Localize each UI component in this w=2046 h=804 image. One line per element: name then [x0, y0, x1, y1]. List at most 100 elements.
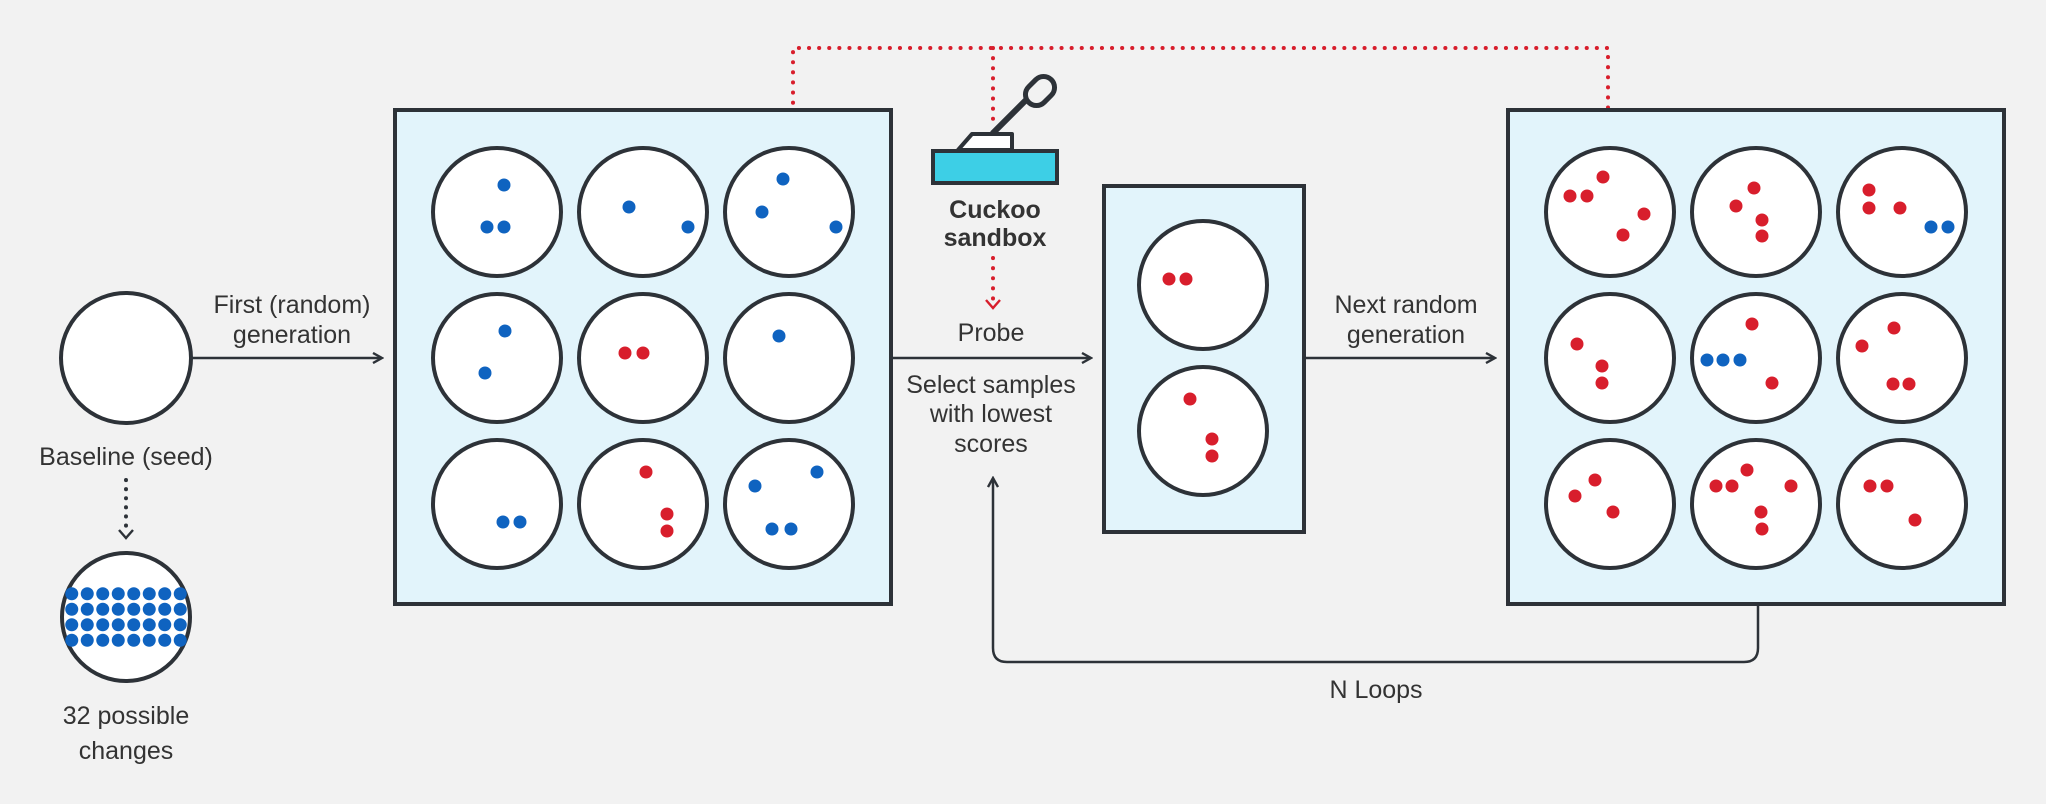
first-generation-sample-9	[723, 438, 855, 570]
change-dot	[480, 220, 494, 234]
possible-change-dot	[127, 587, 141, 601]
possible-change-dot	[96, 602, 110, 616]
probe-arrowhead	[985, 299, 1001, 310]
change-dot	[1729, 199, 1743, 213]
change-dot	[660, 507, 674, 521]
possible-change-dot	[127, 618, 141, 632]
change-dot	[1205, 449, 1219, 463]
change-dot	[622, 200, 636, 214]
possible-change-dot	[65, 587, 79, 601]
possible-change-dot	[158, 618, 172, 632]
sample-circle	[1137, 365, 1269, 497]
probe-line-from-first-generation	[791, 46, 1610, 135]
possible-change-dot	[96, 633, 110, 647]
change-dot	[829, 220, 843, 234]
change-dot	[1616, 228, 1630, 242]
possible-change-dot	[142, 633, 156, 647]
changes-label-line1: 32 possible	[63, 702, 189, 730]
change-dot	[1595, 359, 1609, 373]
change-dot	[1179, 272, 1193, 286]
next-generation-sample-7	[1544, 438, 1676, 570]
sample-circle	[1544, 438, 1676, 570]
change-dot	[1862, 183, 1876, 197]
loops-label: N Loops	[1329, 676, 1422, 704]
possible-change-dot	[80, 618, 94, 632]
possible-change-dot	[111, 618, 125, 632]
change-dot	[1709, 479, 1723, 493]
change-dot	[1700, 353, 1714, 367]
first-generation-samples	[431, 146, 855, 570]
change-dot	[1716, 353, 1730, 367]
changes-label-line2: changes	[79, 737, 174, 765]
loop-back-arrow	[993, 478, 1760, 664]
next-generation-sample-6	[1836, 292, 1968, 424]
change-dot	[1733, 353, 1747, 367]
sample-circle	[431, 146, 563, 278]
change-dot	[1725, 479, 1739, 493]
change-dot	[772, 329, 786, 343]
change-dot	[748, 479, 762, 493]
change-dot	[497, 220, 511, 234]
change-dot	[1595, 376, 1609, 390]
sample-circle	[577, 438, 709, 570]
change-dot	[478, 366, 492, 380]
change-dot	[1941, 220, 1955, 234]
next-generation-label-line2: generation	[1347, 321, 1465, 349]
change-dot	[755, 205, 769, 219]
sample-circle	[431, 438, 563, 570]
sample-circle	[723, 292, 855, 424]
possible-change-dot	[173, 618, 187, 632]
change-dot	[1596, 170, 1610, 184]
sample-circle	[1690, 292, 1822, 424]
change-dot	[784, 522, 798, 536]
change-dot	[639, 465, 653, 479]
possible-change-dot	[173, 587, 187, 601]
next-generation-sample-8	[1690, 438, 1822, 570]
sample-circle	[1690, 438, 1822, 570]
possible-change-dot	[111, 587, 125, 601]
next-generation-sample-3	[1836, 146, 1968, 278]
change-dot	[1755, 229, 1769, 243]
sample-circle	[577, 146, 709, 278]
change-dot	[1588, 473, 1602, 487]
probe-dotted-lines	[791, 46, 1610, 302]
change-dot	[513, 515, 527, 529]
possible-change-dot	[158, 633, 172, 647]
change-dot	[1637, 207, 1651, 221]
change-dot	[1745, 317, 1759, 331]
baseline-seed-circle	[59, 291, 193, 425]
possible-change-dot	[127, 633, 141, 647]
possible-change-dot	[158, 602, 172, 616]
possible-change-dot	[80, 633, 94, 647]
sample-circle	[1137, 219, 1269, 351]
possible-change-dot	[173, 633, 187, 647]
next-generation-sample-5	[1690, 292, 1822, 424]
change-dot	[660, 524, 674, 538]
possible-change-dot	[111, 633, 125, 647]
first-generation-sample-3	[723, 146, 855, 278]
possible-changes-dots	[65, 587, 187, 647]
first-generation-sample-5	[577, 292, 709, 424]
change-dot	[1580, 189, 1594, 203]
change-dot	[1183, 392, 1197, 406]
change-dot	[1755, 522, 1769, 536]
change-dot	[1908, 513, 1922, 527]
first-generation-sample-7	[431, 438, 563, 570]
change-dot	[1924, 220, 1938, 234]
possible-change-dot	[80, 587, 94, 601]
change-dot	[636, 346, 650, 360]
select-label-line3: scores	[954, 430, 1028, 458]
next-generation-sample-2	[1690, 146, 1822, 278]
first-generation-sample-8	[577, 438, 709, 570]
change-dot	[1902, 377, 1916, 391]
sample-circle	[431, 292, 563, 424]
possible-change-dot	[96, 618, 110, 632]
change-dot	[618, 346, 632, 360]
sample-circle	[723, 146, 855, 278]
selected-sample-2	[1137, 365, 1269, 497]
seed-dotted-arrowhead	[118, 529, 134, 540]
first-generation-label-line2: generation	[233, 321, 351, 349]
change-dot	[496, 515, 510, 529]
change-dot	[1740, 463, 1754, 477]
possible-change-dot	[65, 618, 79, 632]
